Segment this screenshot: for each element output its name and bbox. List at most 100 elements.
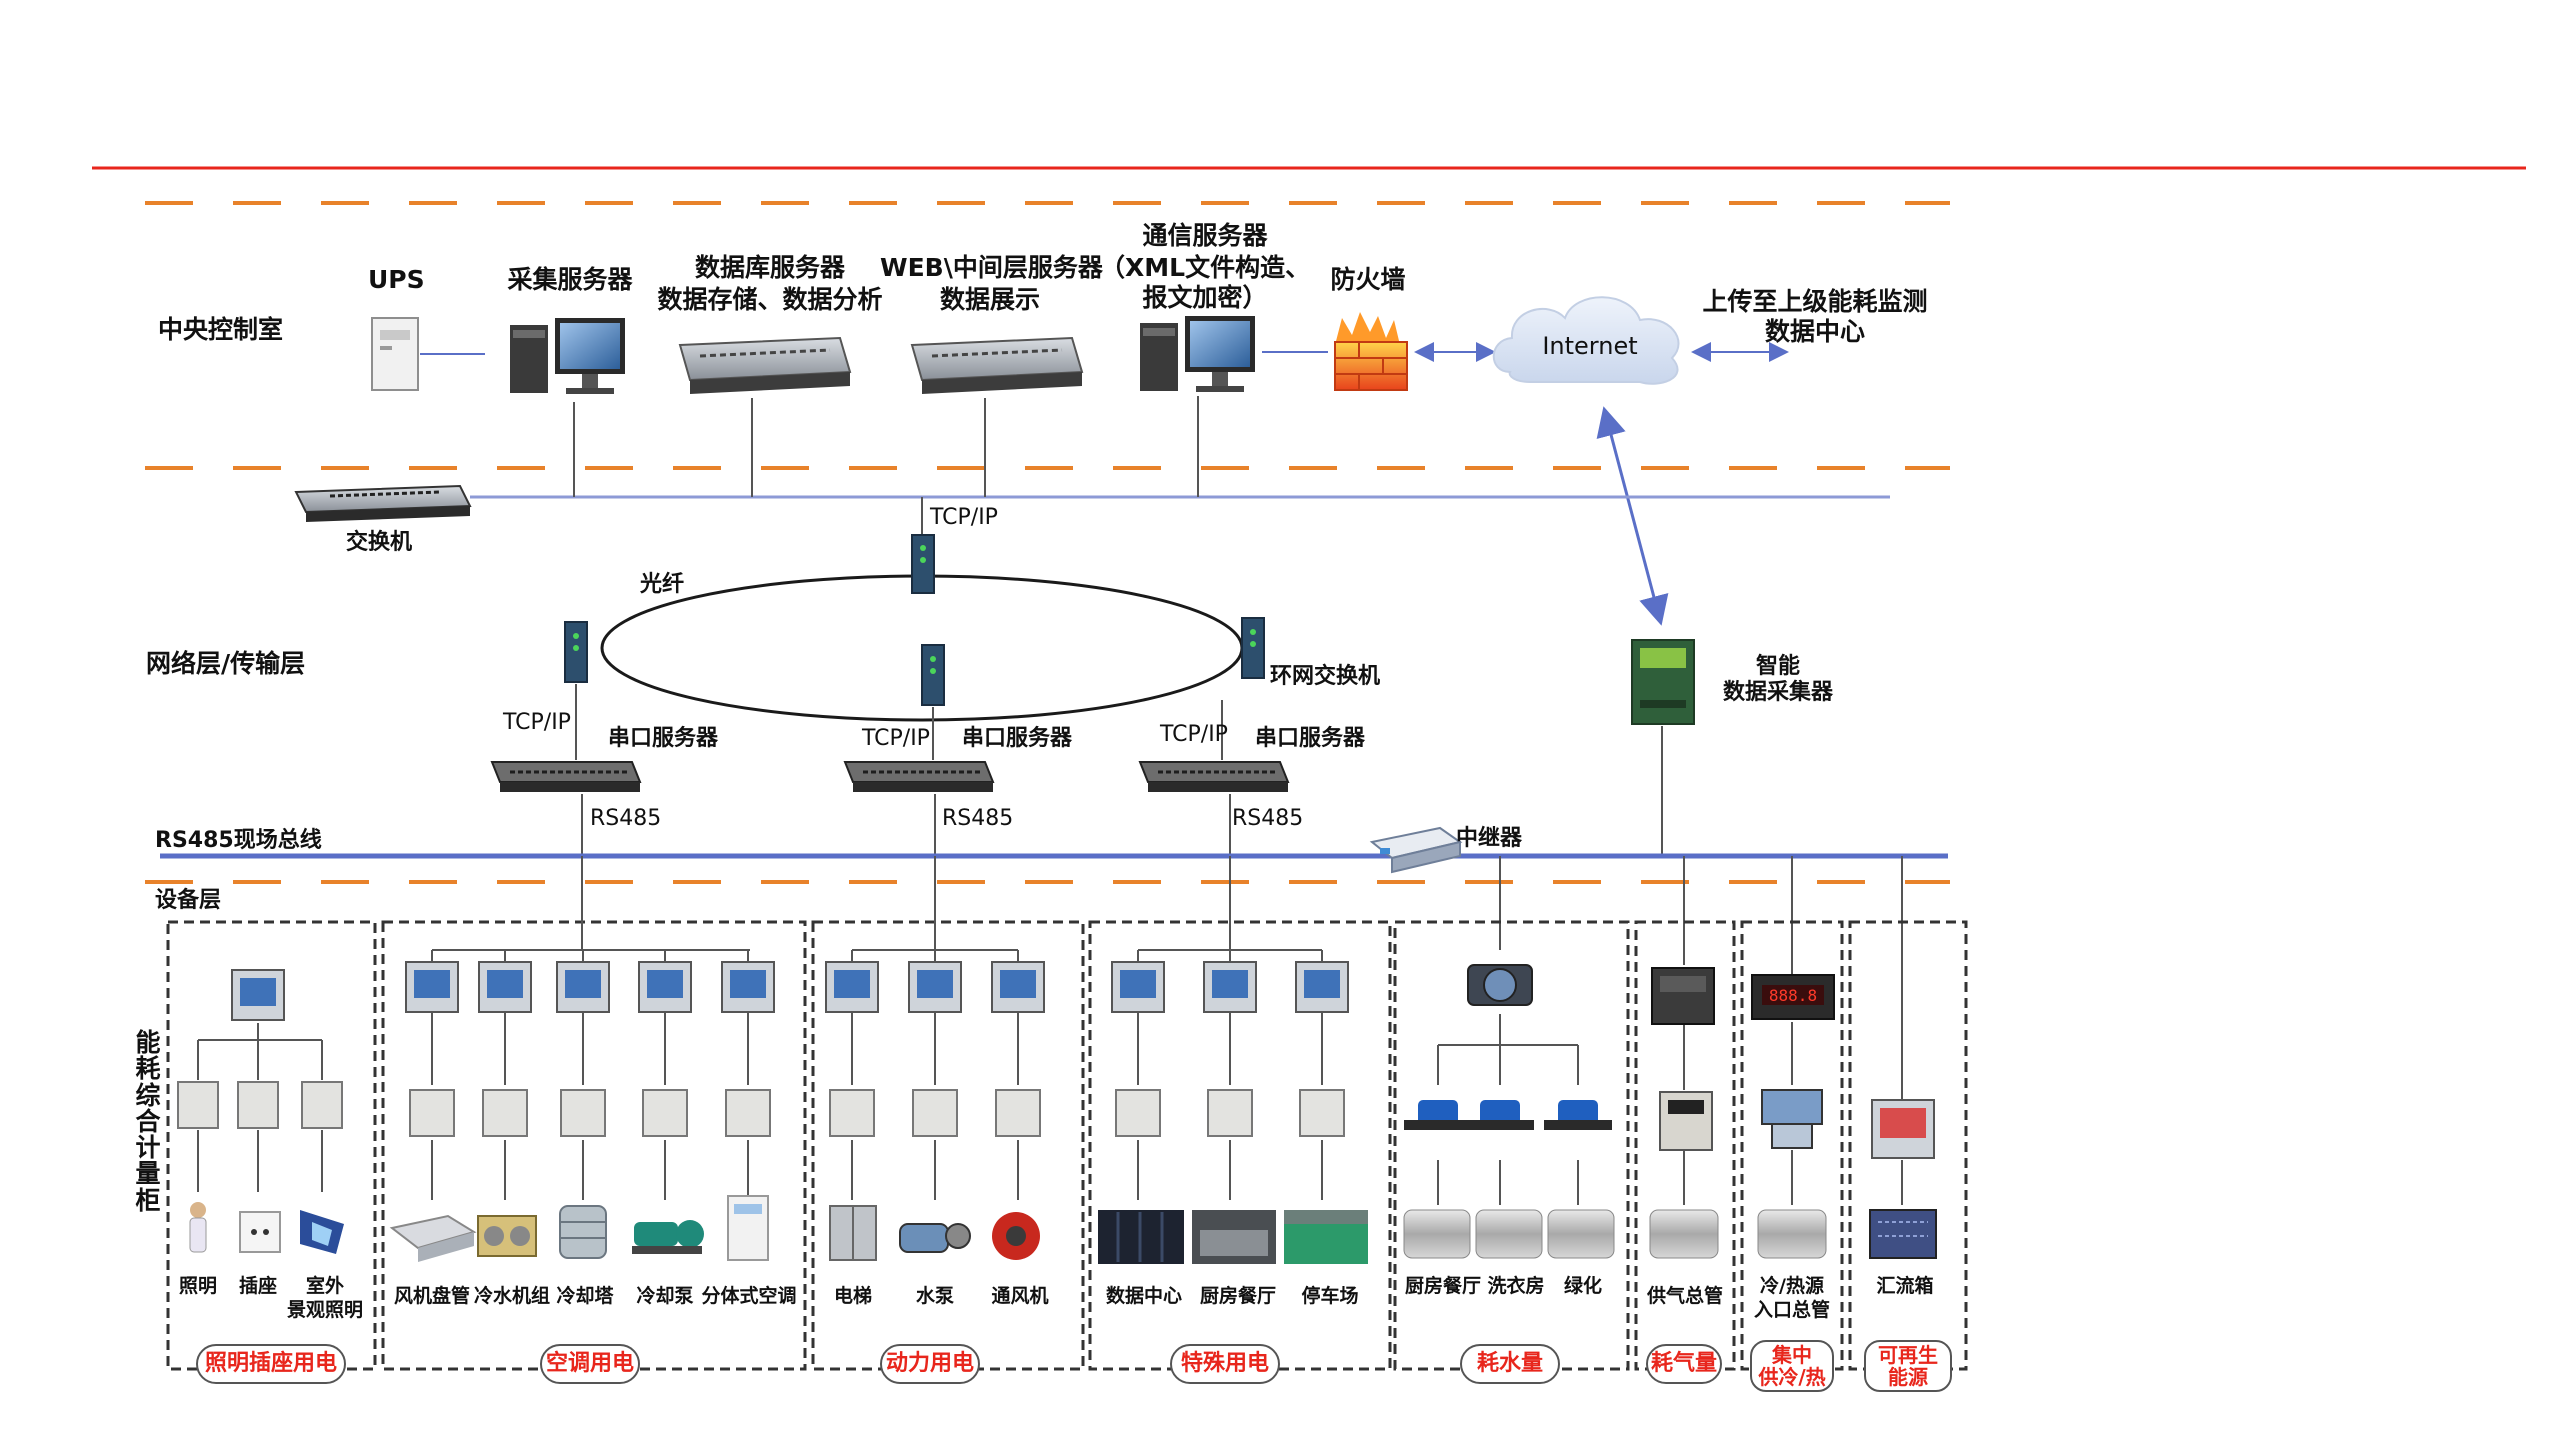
internet-collector-link <box>1596 406 1669 626</box>
renewable-meter <box>1871 1099 1935 1159</box>
ring-switch-middle <box>921 644 945 706</box>
upload-label-2: 数据中心 <box>1764 317 1865 346</box>
device-label-cooling-tower: 冷却塔 <box>556 1285 614 1307</box>
tcpip-label-middle: TCP/IP <box>862 726 930 751</box>
repeater-device <box>1369 826 1463 874</box>
repeater-label: 中继器 <box>1456 826 1523 851</box>
serial-server-right <box>1138 761 1290 792</box>
heat-display: 888.8 <box>1751 974 1835 1020</box>
rs485-label-middle: RS485 <box>942 806 1014 831</box>
internet-label: Internet <box>1542 332 1638 360</box>
serial-server-left <box>490 761 642 792</box>
smart-collector-label-1: 智能 <box>1755 654 1800 679</box>
comm-server-label-3: 报文加密） <box>1142 283 1268 312</box>
upload-label-1: 上传至上级能耗监测 <box>1702 287 1928 316</box>
ring-to-serial-links <box>575 684 1223 760</box>
device-label-lighting: 照明 <box>178 1275 217 1297</box>
elevator-icon <box>829 1205 877 1261</box>
device-label-water-kitchen: 厨房餐厅 <box>1404 1275 1481 1297</box>
switch-label: 交换机 <box>346 530 413 555</box>
device-label-heat-1: 冷/热源 <box>1760 1275 1824 1297</box>
tcpip-label-left: TCP/IP <box>503 710 571 735</box>
data-center-icon <box>1098 1210 1184 1264</box>
combiner-box-icon <box>1869 1209 1937 1259</box>
server-drop-lines <box>573 396 1199 538</box>
category-renewable: 可再生 能源 <box>1864 1340 1952 1392</box>
lighting-icon <box>189 1202 207 1253</box>
heat-flow-meter <box>1761 1089 1823 1149</box>
group-connector-bars <box>197 918 1579 1085</box>
device-label-combiner: 汇流箱 <box>1876 1275 1934 1297</box>
device-label-parking: 停车场 <box>1301 1285 1359 1307</box>
gas-meter <box>1659 1091 1713 1151</box>
zone-label-cabinet: 能耗综合计量柜 <box>135 1028 161 1215</box>
collect-server-device <box>510 318 625 394</box>
serial-server-label-middle: 串口服务器 <box>962 726 1073 751</box>
circuit-breakers <box>177 1081 1345 1137</box>
rs485-bus-label: RS485现场总线 <box>155 828 322 853</box>
firewall-device <box>1334 312 1408 391</box>
category-hvac: 空调用电 <box>540 1344 640 1384</box>
split-ac-icon <box>727 1195 769 1261</box>
socket-icon <box>239 1211 281 1253</box>
power-meters <box>231 961 1349 1021</box>
heat-pipe <box>1757 1209 1827 1259</box>
smart-collector-label-2: 数据采集器 <box>1722 680 1833 705</box>
gas-pipe <box>1649 1209 1719 1259</box>
web-server-label-2: 数据展示 <box>939 285 1040 314</box>
category-gas: 耗气量 <box>1646 1344 1722 1384</box>
fiber-label: 光纤 <box>640 572 685 597</box>
ring-switch-label: 环网交换机 <box>1270 664 1381 689</box>
device-label-water-pump: 水泵 <box>915 1285 954 1307</box>
water-main-meter <box>1467 964 1533 1006</box>
smart-collector-device <box>1631 639 1695 725</box>
parking-icon <box>1284 1210 1368 1264</box>
device-label-greening: 绿化 <box>1563 1275 1602 1297</box>
serial-server-middle <box>843 761 995 792</box>
device-label-socket: 插座 <box>238 1275 277 1297</box>
svg-text:888.8: 888.8 <box>1769 986 1817 1005</box>
ups-label: UPS <box>368 265 425 294</box>
db-server-label-1: 数据库服务器 <box>694 253 845 282</box>
collect-server-label: 采集服务器 <box>507 265 633 294</box>
device-label-chiller: 冷水机组 <box>473 1285 550 1307</box>
water-sub-meters <box>1404 1100 1612 1130</box>
device-label-outdoor-2: 景观照明 <box>286 1299 363 1321</box>
category-renew-line1: 可再生 <box>1878 1343 1938 1367</box>
device-label-data-center: 数据中心 <box>1105 1285 1182 1307</box>
category-water: 耗水量 <box>1460 1344 1560 1384</box>
ring-switch-top <box>911 534 935 594</box>
ring-switch-left <box>564 621 588 683</box>
ring-switch-right <box>1241 617 1265 679</box>
switch-device <box>294 484 472 522</box>
category-heat-line2: 供冷/热 <box>1758 1365 1826 1389</box>
device-label-cooling-pump: 冷却泵 <box>636 1285 694 1307</box>
device-label-split-ac: 分体式空调 <box>701 1285 797 1307</box>
cooling-tower-icon <box>559 1205 607 1259</box>
outdoor-light-icon <box>300 1210 344 1254</box>
device-label-gas-main: 供气总管 <box>1646 1285 1723 1307</box>
tcpip-label-right: TCP/IP <box>1160 722 1228 747</box>
category-special: 特殊用电 <box>1170 1344 1280 1384</box>
device-label-kitchen: 厨房餐厅 <box>1199 1285 1276 1307</box>
device-label-laundry: 洗衣房 <box>1487 1275 1545 1297</box>
internet-cloud <box>1492 296 1680 385</box>
communication-server-device <box>1140 316 1255 392</box>
web-server-device <box>910 336 1084 394</box>
device-label-elevator: 电梯 <box>833 1285 872 1307</box>
ventilator-icon <box>992 1212 1040 1260</box>
web-server-label-1: WEB\中间层服务器 <box>880 253 1103 282</box>
water-pipes <box>1403 1209 1615 1259</box>
tcpip-top-label: TCP/IP <box>930 505 998 530</box>
end-devices <box>189 1195 1937 1264</box>
device-chain-links <box>197 1012 1903 1205</box>
bus-drop-lines <box>581 856 1903 1100</box>
category-power: 动力用电 <box>880 1344 980 1384</box>
water-pump-icon <box>899 1223 971 1253</box>
comm-server-label-1: 通信服务器 <box>1142 221 1268 250</box>
zone-label-device: 设备层 <box>155 888 222 913</box>
rs485-label-right: RS485 <box>1232 806 1304 831</box>
zone-label-network: 网络层/传输层 <box>146 649 306 678</box>
serial-to-bus-links <box>581 794 1231 856</box>
